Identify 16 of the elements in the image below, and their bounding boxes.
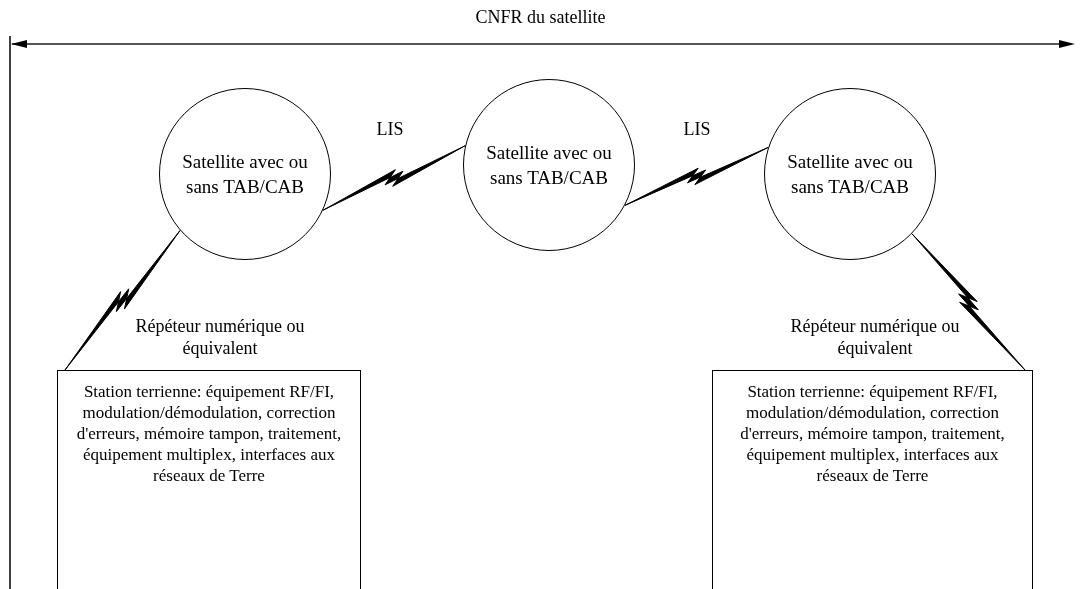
earth-station-box (712, 370, 1033, 589)
earth-station-box (57, 370, 361, 589)
node-text: Satellite avec ou sans TAB/CAB (182, 150, 308, 199)
node-text: Station terrienne: équipement RF/FI, modulation/démodulation, correction d'erreurs, mémoire tampon, traitement, équipement multiplex, interfaces aux réseaux de Terre (75, 381, 343, 486)
edge-label: LIS (682, 118, 712, 140)
node-text: Station terrienne: équipement RF/FI, modulation/démodulation, correction d'erreurs, mémoire tampon, traitement, équipement multiplex, interfaces aux réseaux de Terre (739, 381, 1006, 486)
radio-link-bolt (64, 229, 181, 371)
node-text: Satellite avec ou sans TAB/CAB (787, 150, 913, 199)
dimension-title: CNFR du satellite (474, 6, 607, 28)
radio-link-bolt (322, 145, 466, 211)
edge-label: Répéteur numérique ou équivalent (789, 315, 961, 359)
radio-link-bolt (911, 233, 1026, 371)
edge-label: Répéteur numérique ou équivalent (134, 315, 306, 359)
radio-link-bolt (624, 146, 769, 206)
node-text: Satellite avec ou sans TAB/CAB (486, 141, 612, 190)
edge-label: LIS (375, 118, 405, 140)
